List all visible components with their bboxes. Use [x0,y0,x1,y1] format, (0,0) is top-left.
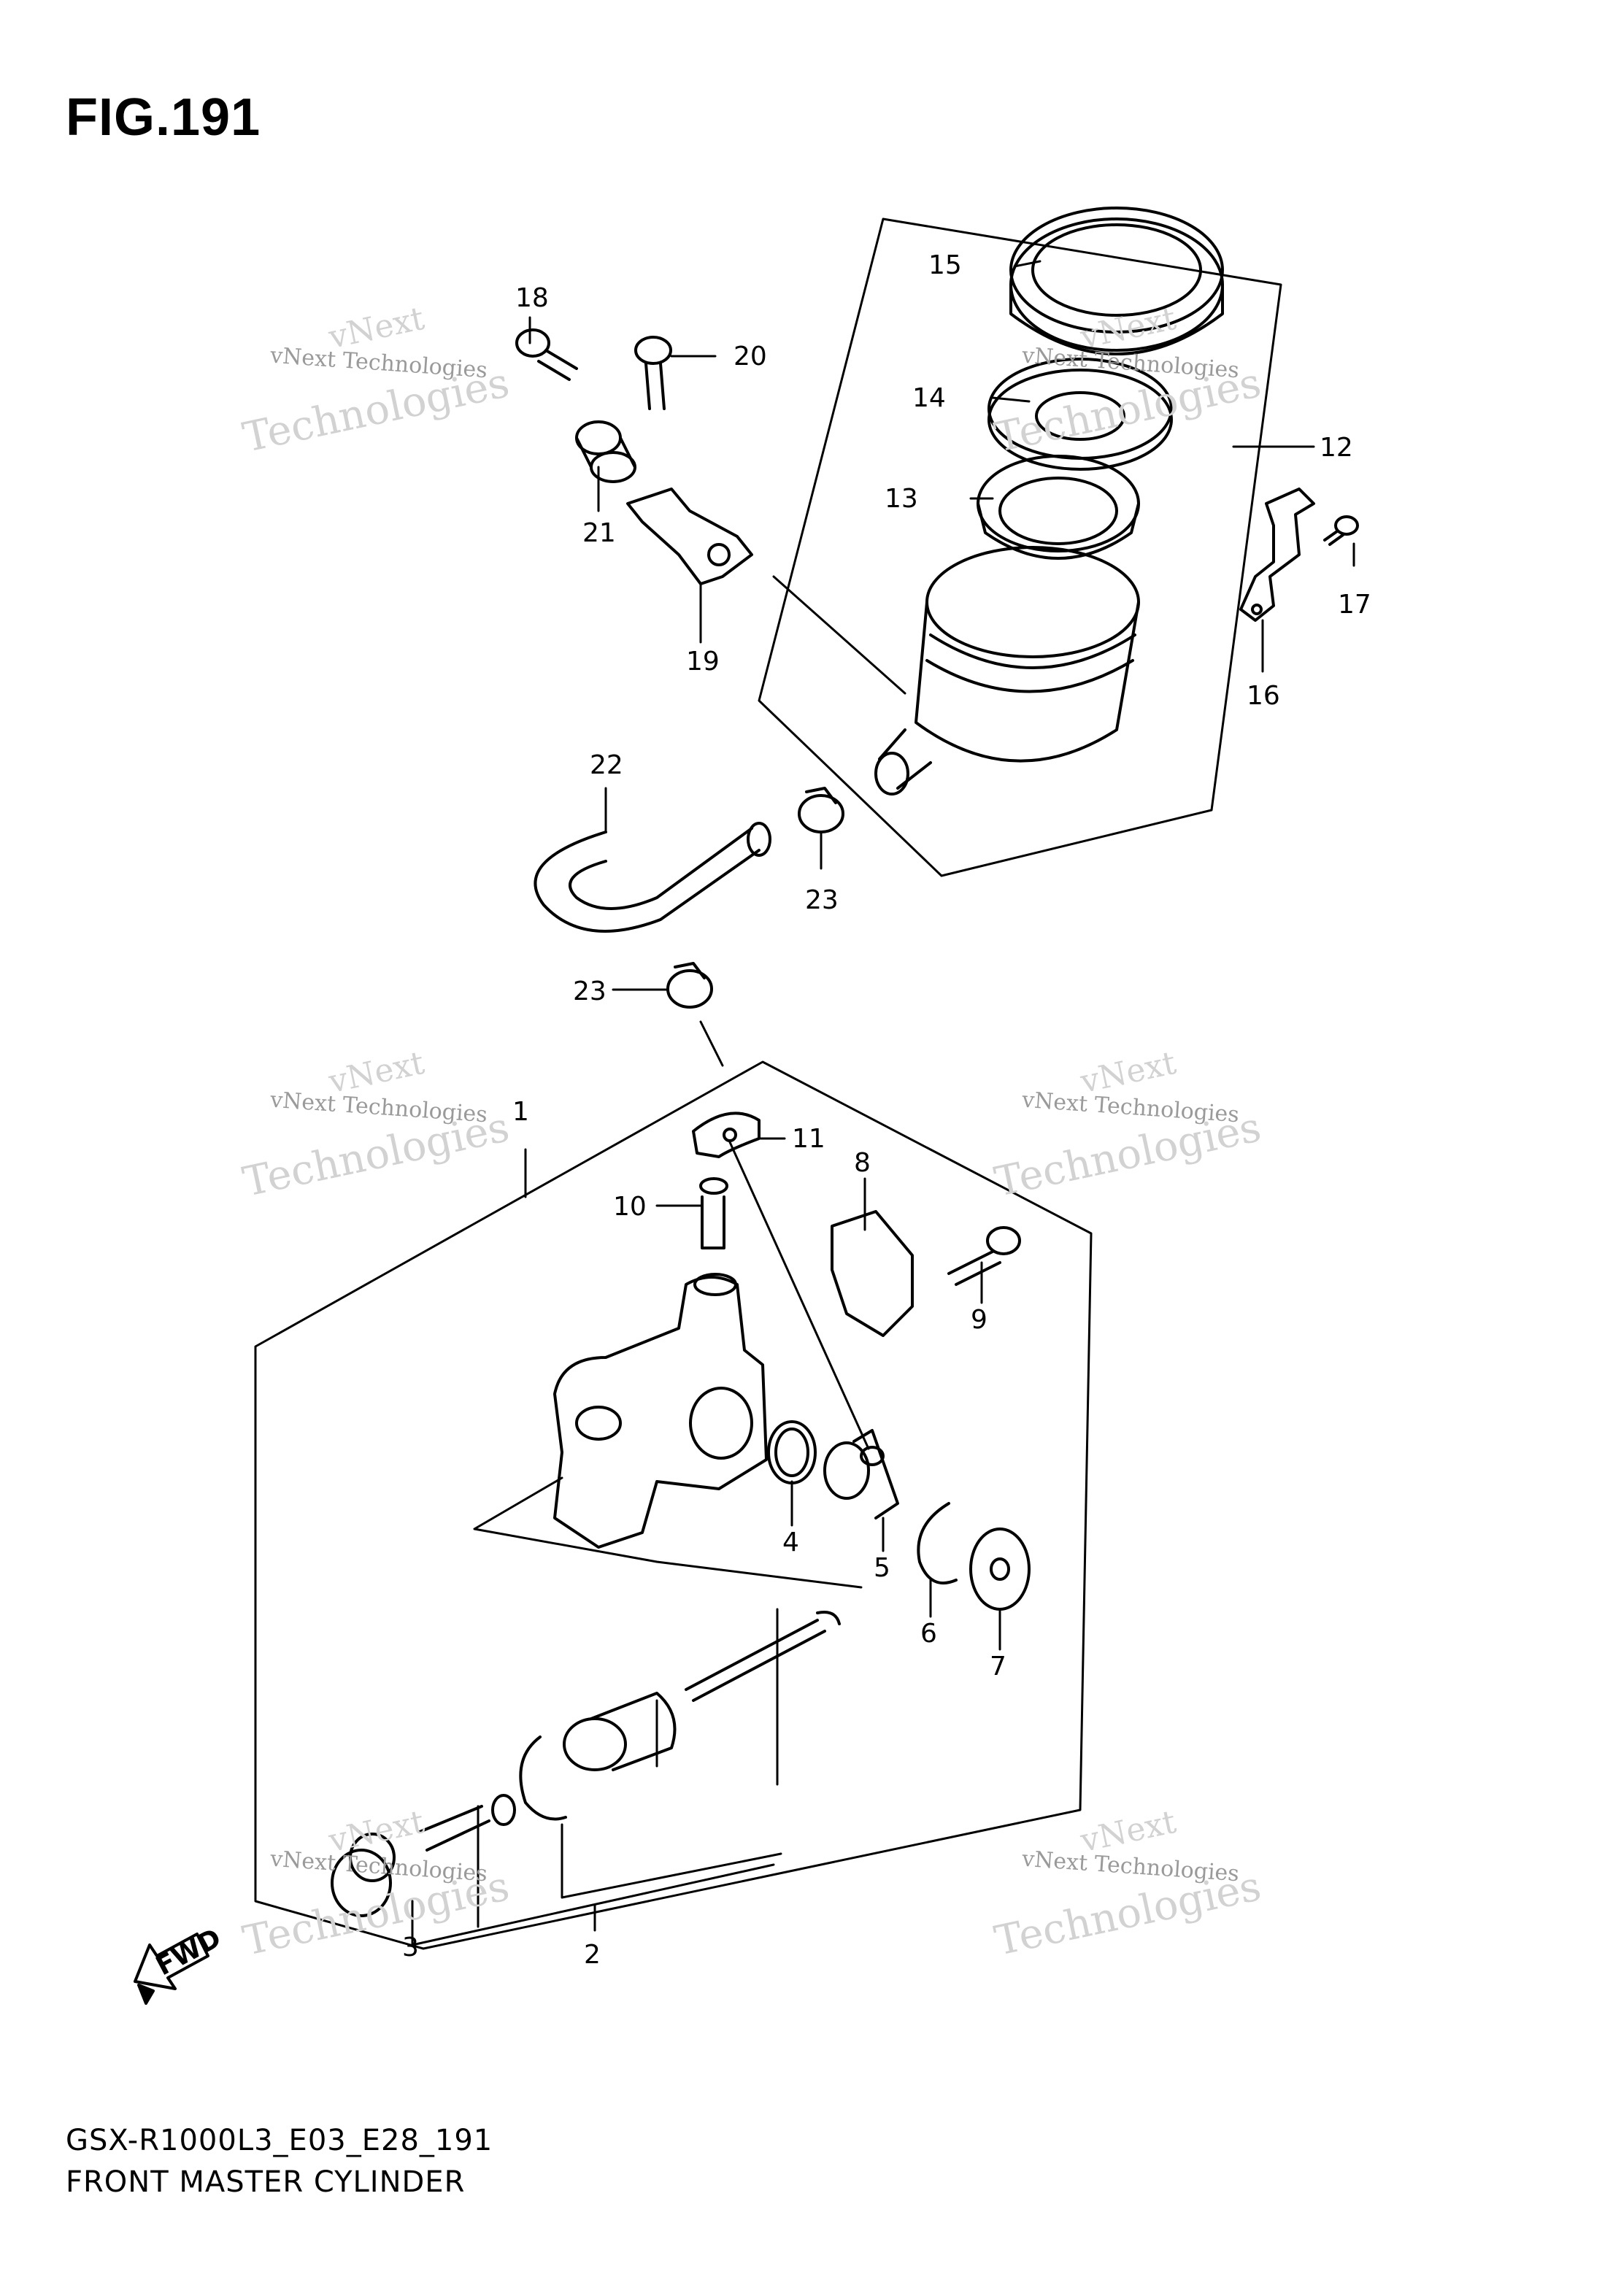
callout-22: 22 [590,750,623,780]
callout-10: 10 [613,1192,647,1222]
circlip-6-part [917,1502,958,1584]
model-code: GSX-R1000L3_E03_E28_191 [66,2124,493,2157]
callout-18: 18 [515,283,549,313]
master-cylinder-group-outline [254,1060,1093,1950]
callout-23-lower: 23 [573,976,607,1006]
piston-cup-part [563,1692,677,1771]
diaphragm-plate-part [987,358,1173,471]
callout-8: 8 [854,1148,871,1178]
hose-joint-11-part [692,1112,761,1158]
callout-19: 19 [686,647,720,677]
callout-17: 17 [1338,590,1371,620]
callout-20: 20 [734,342,767,371]
holder-bolt-part [947,1226,1021,1286]
bolt-18-part [515,328,578,381]
cylinder-holder-part [831,1210,914,1337]
piston-circlip-part [519,1736,567,1821]
boot-part [969,1528,1031,1611]
reservoir-bracket-part [626,488,753,585]
o-ring-part [767,1420,817,1484]
fwd-arrow-icon: FWD [134,1923,226,2005]
hose-clamp-upper-part [798,787,844,833]
callout-5: 5 [874,1553,890,1583]
figure-name: FRONT MASTER CYLINDER [66,2165,466,2199]
callout-9: 9 [971,1305,987,1335]
callout-23-upper: 23 [805,885,839,915]
reservoir-group-outline [758,217,1282,877]
bolt-20-part [634,336,672,410]
callout-2: 2 [584,1940,601,1970]
master-cylinder-body-part [553,1273,768,1549]
callout-15: 15 [928,250,962,280]
callout-16: 16 [1247,681,1280,711]
callout-7: 7 [990,1652,1006,1681]
bracket-clamp-part [1239,488,1315,622]
hose-clamp-lower-part [666,962,713,1009]
callout-4: 4 [782,1528,799,1557]
reservoir-cap-part [1009,207,1224,355]
callout-21: 21 [582,518,616,548]
callout-14: 14 [912,383,946,413]
diaphragm-part [977,455,1140,560]
piston-spring-part [685,1611,841,1702]
callout-1: 1 [512,1097,529,1127]
collar-21-part [575,420,636,483]
figure-title: FIG.191 [66,88,261,147]
callout-11: 11 [792,1124,825,1154]
callout-labels: 1 2 3 4 5 6 7 8 9 10 11 12 13 14 15 16 1… [402,250,1371,1970]
reservoir-body-part [874,546,1140,795]
callout-12: 12 [1320,433,1353,463]
bleeder-screw-part [699,1177,728,1249]
callout-3: 3 [402,1933,419,1962]
screw-17-part [1323,515,1359,546]
fwd-label: FWD [151,1923,226,1981]
push-rod-part [331,1794,516,1917]
callout-13: 13 [885,484,918,514]
callout-leaders [411,260,1355,1932]
reservoir-connector-part [823,1429,899,1519]
reservoir-hose-part [534,822,771,933]
callout-6: 6 [920,1619,937,1649]
